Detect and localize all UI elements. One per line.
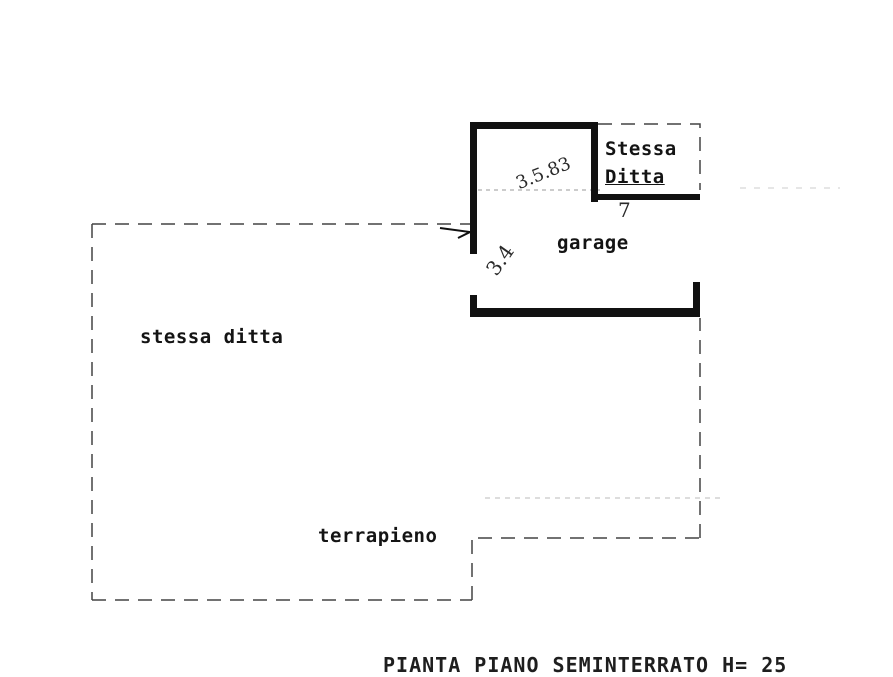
- label-stessa-ditta: stessa ditta: [140, 326, 284, 348]
- garage-walls: [470, 122, 700, 317]
- handwritten-height: 7: [618, 198, 631, 222]
- property-boundary-dashed: [91, 123, 701, 601]
- label-garage: garage: [557, 232, 629, 254]
- label-ditta-neighbor: Ditta: [605, 166, 665, 188]
- entrance-arrow: [439, 227, 474, 239]
- label-terrapieno: terrapieno: [318, 525, 438, 547]
- plan-caption: PIANTA PIANO SEMINTERRATO H= 25: [383, 653, 788, 677]
- label-stessa-neighbor: Stessa: [605, 138, 677, 160]
